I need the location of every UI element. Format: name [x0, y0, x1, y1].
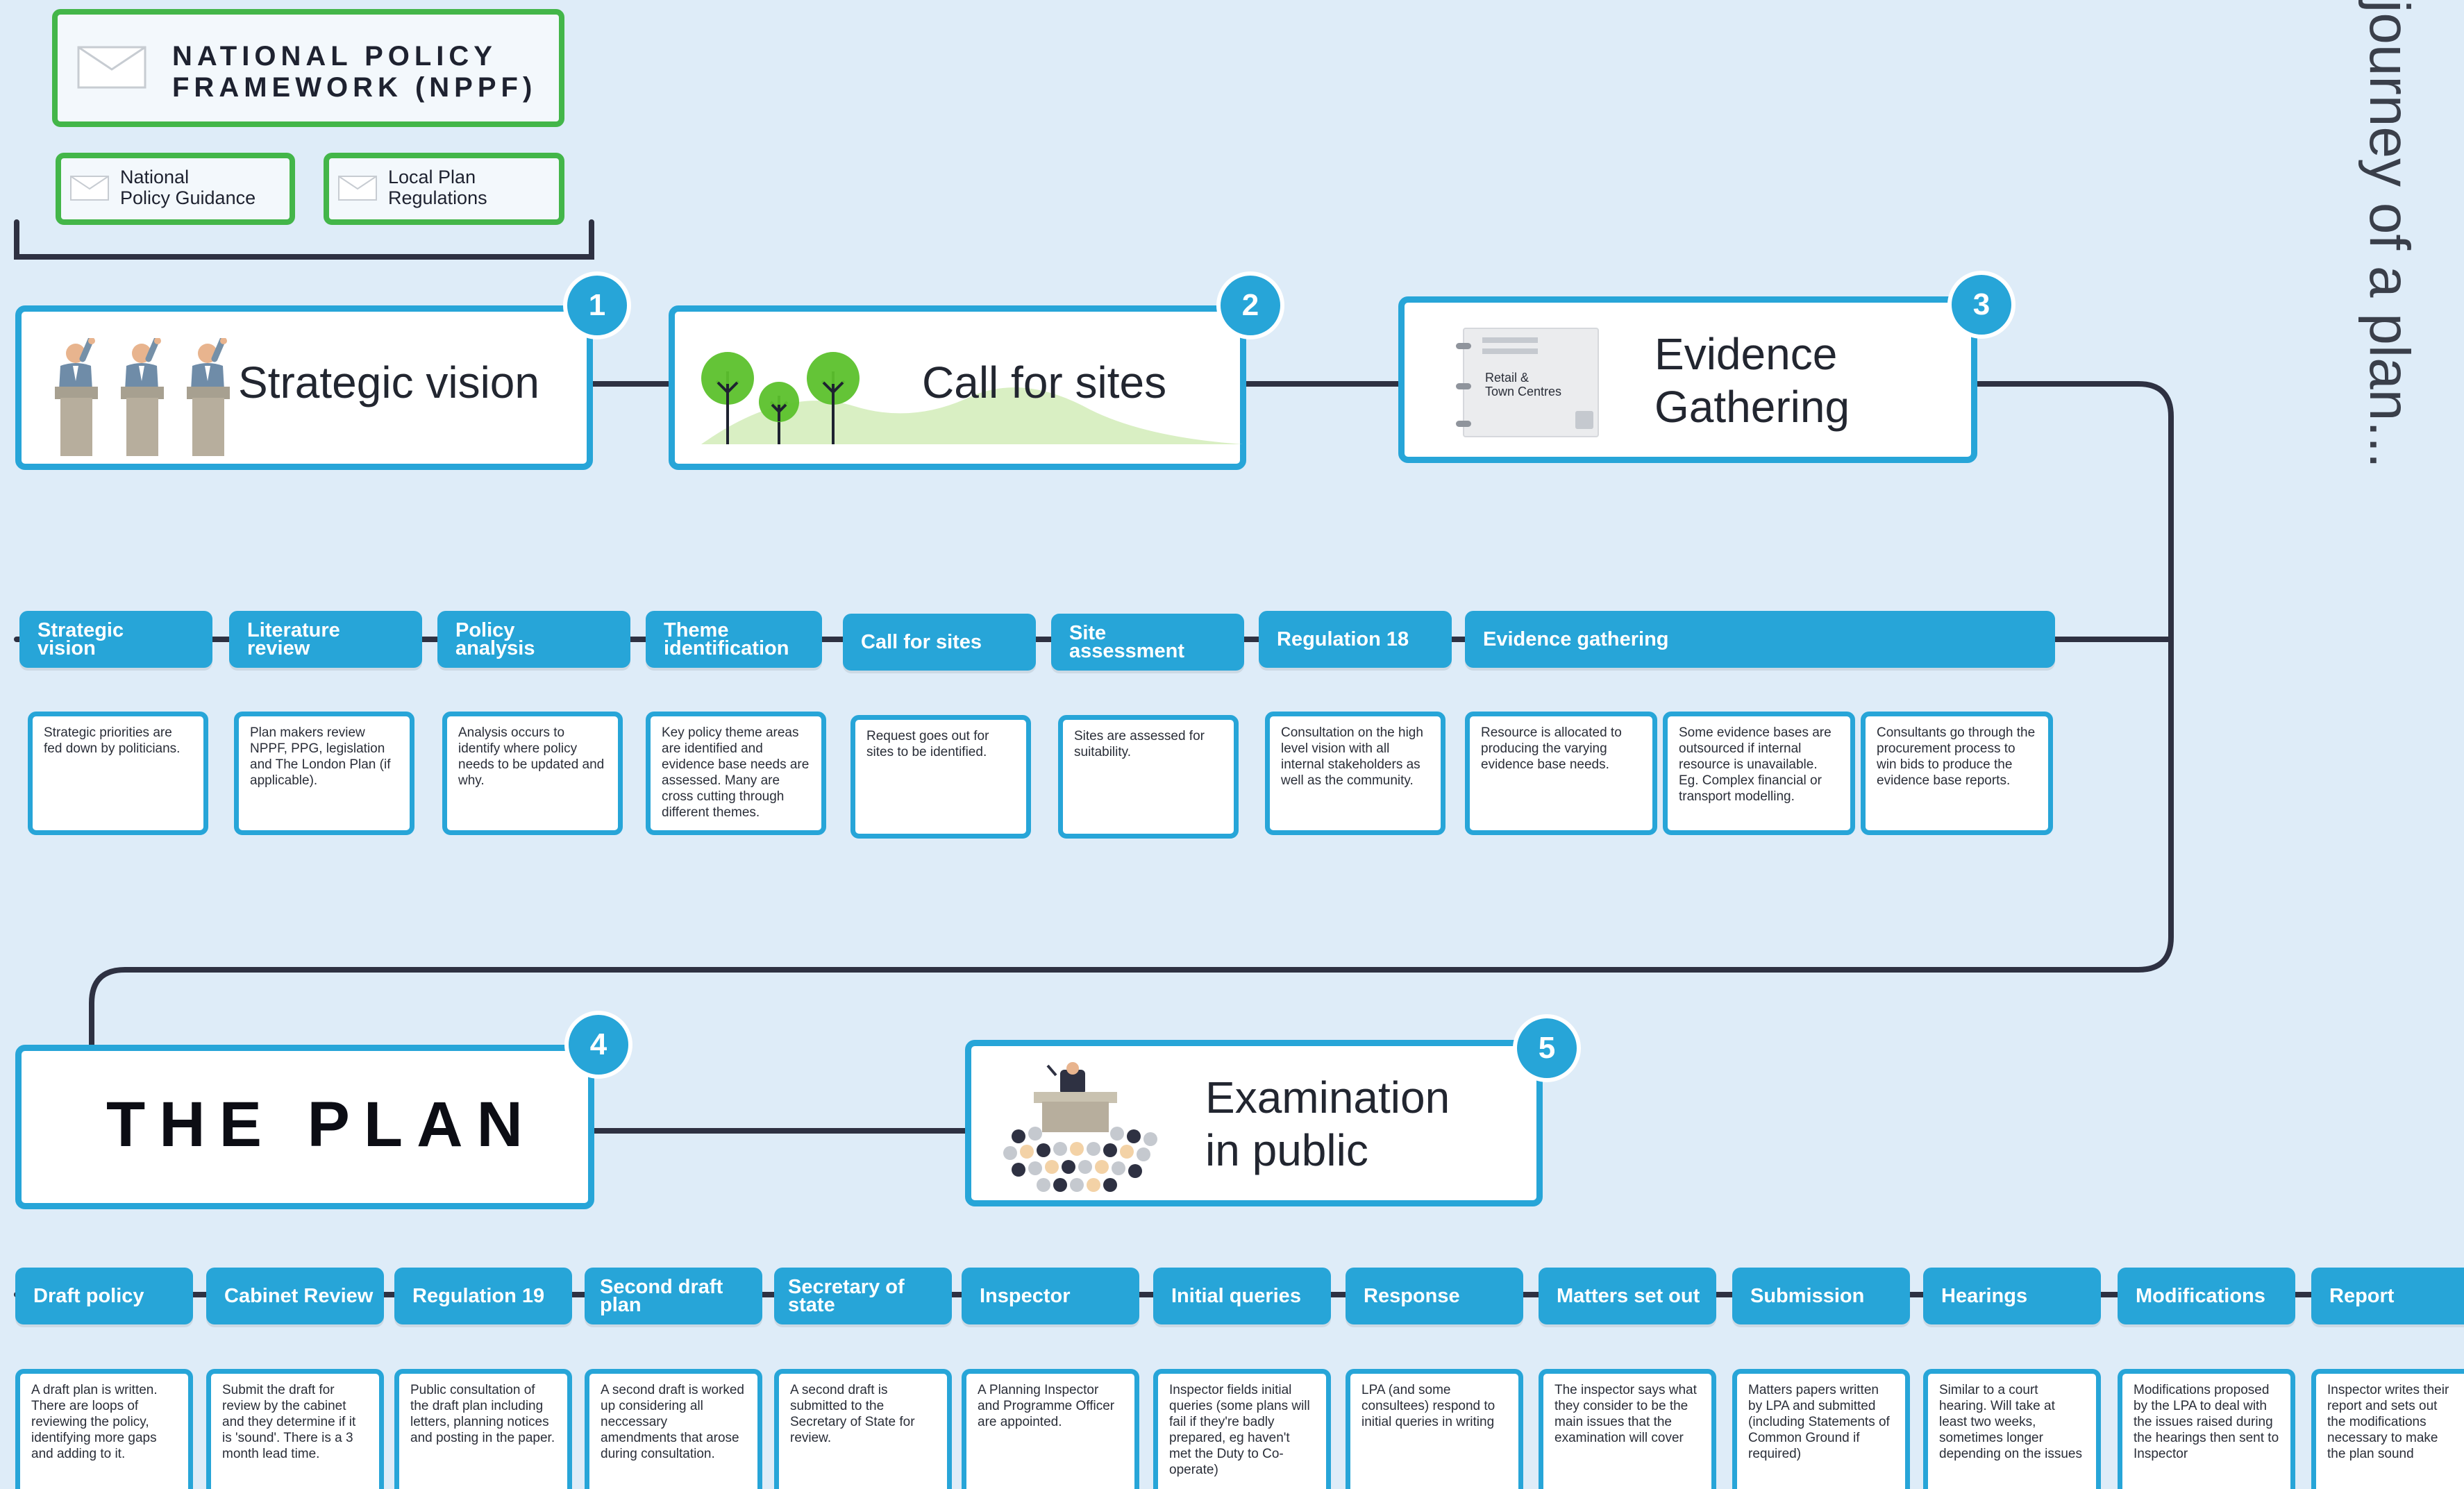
step-tab-initial-queries[interactable]: Initial queries [1153, 1268, 1331, 1324]
step-description: A second draft is worked up considering … [585, 1369, 762, 1489]
step-tab-regulation-18[interactable]: Regulation 18 [1259, 611, 1452, 668]
stage-number-badge: 1 [563, 271, 631, 339]
step-description: A Planning Inspector and Programme Offic… [962, 1369, 1139, 1489]
step-description: Consultants go through the procurement p… [1861, 712, 2053, 835]
stage-card-evidence-gathering[interactable]: Retail & Town Centres Evidence Gathering… [1398, 271, 2015, 463]
examination-audience-icon [1003, 1062, 1157, 1192]
step-tab-cabinet-review[interactable]: Cabinet Review [206, 1268, 384, 1324]
stage-card-the-plan[interactable]: THE PLAN 4 [15, 1011, 632, 1209]
side-title-wrap: journey of a plan... [2358, 0, 2423, 514]
envelope-icon [70, 176, 109, 201]
stage-number-badge: 4 [564, 1011, 632, 1079]
step-description: LPA (and some consultees) respond to ini… [1346, 1369, 1523, 1489]
binder-label: Retail & Town Centres [1485, 371, 1562, 398]
step-tab-regulation-19[interactable]: Regulation 19 [394, 1268, 572, 1324]
step-tab-draft-policy[interactable]: Draft policy [15, 1268, 193, 1324]
stage-card-examination-in-public[interactable]: Examination in public 5 [965, 1014, 1581, 1206]
step-tab-literature-review[interactable]: Literature review [229, 611, 422, 668]
step-description: The inspector says what they consider to… [1539, 1369, 1716, 1489]
step-description: Sites are assessed for suitability. [1058, 715, 1239, 839]
politicians-at-podiums-icon [55, 338, 230, 456]
national-policy-guidance-label: National Policy Guidance [120, 167, 256, 208]
step-description: Public consultation of the draft plan in… [394, 1369, 572, 1489]
step-tab-theme-identification[interactable]: Theme identification [646, 611, 822, 668]
step-description: Matters papers written by LPA and submit… [1732, 1369, 1910, 1489]
step-tab-matters-set-out[interactable]: Matters set out [1539, 1268, 1716, 1324]
step-description: Submit the draft for review by the cabin… [206, 1369, 384, 1489]
step-description: Analysis occurs to identify where policy… [442, 712, 623, 835]
envelope-icon [338, 176, 377, 201]
step-tab-hearings[interactable]: Hearings [1923, 1268, 2101, 1324]
step-tab-second-draft-plan[interactable]: Second draft plan [585, 1268, 762, 1324]
step-description: Resource is allocated to producing the v… [1465, 712, 1657, 835]
stage-title: Examination in public [1205, 1072, 1450, 1175]
stage-title: Strategic vision [238, 357, 539, 407]
step-description: Request goes out for sites to be identif… [850, 715, 1031, 839]
step-description: A second draft is submitted to the Secre… [774, 1369, 952, 1489]
connector-3-row [89, 381, 2174, 1048]
step-description: Modifications proposed by the LPA to dea… [2118, 1369, 2295, 1489]
stage-title: Evidence Gathering [1654, 329, 1850, 432]
stage-title: Call for sites [922, 357, 1167, 407]
step-tab-submission[interactable]: Submission [1732, 1268, 1910, 1324]
step-tab-report[interactable]: Report [2311, 1268, 2464, 1324]
nppf-label: NATIONAL POLICY FRAMEWORK (NPPF) [172, 41, 537, 103]
step-tab-response[interactable]: Response [1346, 1268, 1523, 1324]
step-description: Inspector fields initial queries (some p… [1153, 1369, 1331, 1489]
local-plan-regulations-label: Local Plan Regulations [388, 167, 487, 208]
plan-title: THE PLAN [106, 1089, 537, 1160]
step-description: Consultation on the high level vision wi… [1265, 712, 1445, 835]
stage-card-call-for-sites[interactable]: Call for sites 2 [669, 271, 1284, 470]
step-tab-modifications[interactable]: Modifications [2118, 1268, 2295, 1324]
step-tab-inspector[interactable]: Inspector [962, 1268, 1139, 1324]
step-tab-evidence-gathering[interactable]: Evidence gathering [1465, 611, 2055, 668]
stage-number-badge: 2 [1216, 271, 1284, 339]
stage-card-strategic-vision[interactable]: Strategic vision 1 [15, 271, 631, 470]
framework-bracket [14, 219, 594, 260]
step-tab-policy-analysis[interactable]: Policy analysis [437, 611, 630, 668]
step-description: Similar to a court hearing. Will take at… [1923, 1369, 2101, 1489]
trees-landscape-icon [701, 352, 1243, 444]
step-description: Some evidence bases are outsourced if in… [1663, 712, 1855, 835]
step-description: Plan makers review NPPF, PPG, legislatio… [234, 712, 414, 835]
step-tab-call-for-sites[interactable]: Call for sites [843, 614, 1036, 671]
step-tab-strategic-vision[interactable]: Strategic vision [19, 611, 212, 668]
step-tab-secretary-of-state[interactable]: Secretary of state [774, 1268, 952, 1324]
nppf-box: NATIONAL POLICY FRAMEWORK (NPPF) [52, 9, 564, 127]
step-description: Inspector writes their report and sets o… [2311, 1369, 2464, 1489]
step-tab-site-assessment[interactable]: Site assessment [1051, 614, 1244, 671]
stage-number-badge: 3 [1947, 271, 2015, 339]
national-policy-guidance-box: National Policy Guidance [56, 153, 295, 225]
stage-number-badge: 5 [1513, 1014, 1581, 1082]
binder-document-icon: Retail & Town Centres [1456, 328, 1599, 437]
step-description: A draft plan is written. There are loops… [15, 1369, 193, 1489]
step-description: Key policy theme areas are identified an… [646, 712, 826, 835]
step-description: Strategic priorities are fed down by pol… [28, 712, 208, 835]
local-plan-regulations-box: Local Plan Regulations [324, 153, 564, 225]
envelope-icon [77, 46, 146, 89]
side-title: journey of a plan... [2358, 0, 2421, 469]
